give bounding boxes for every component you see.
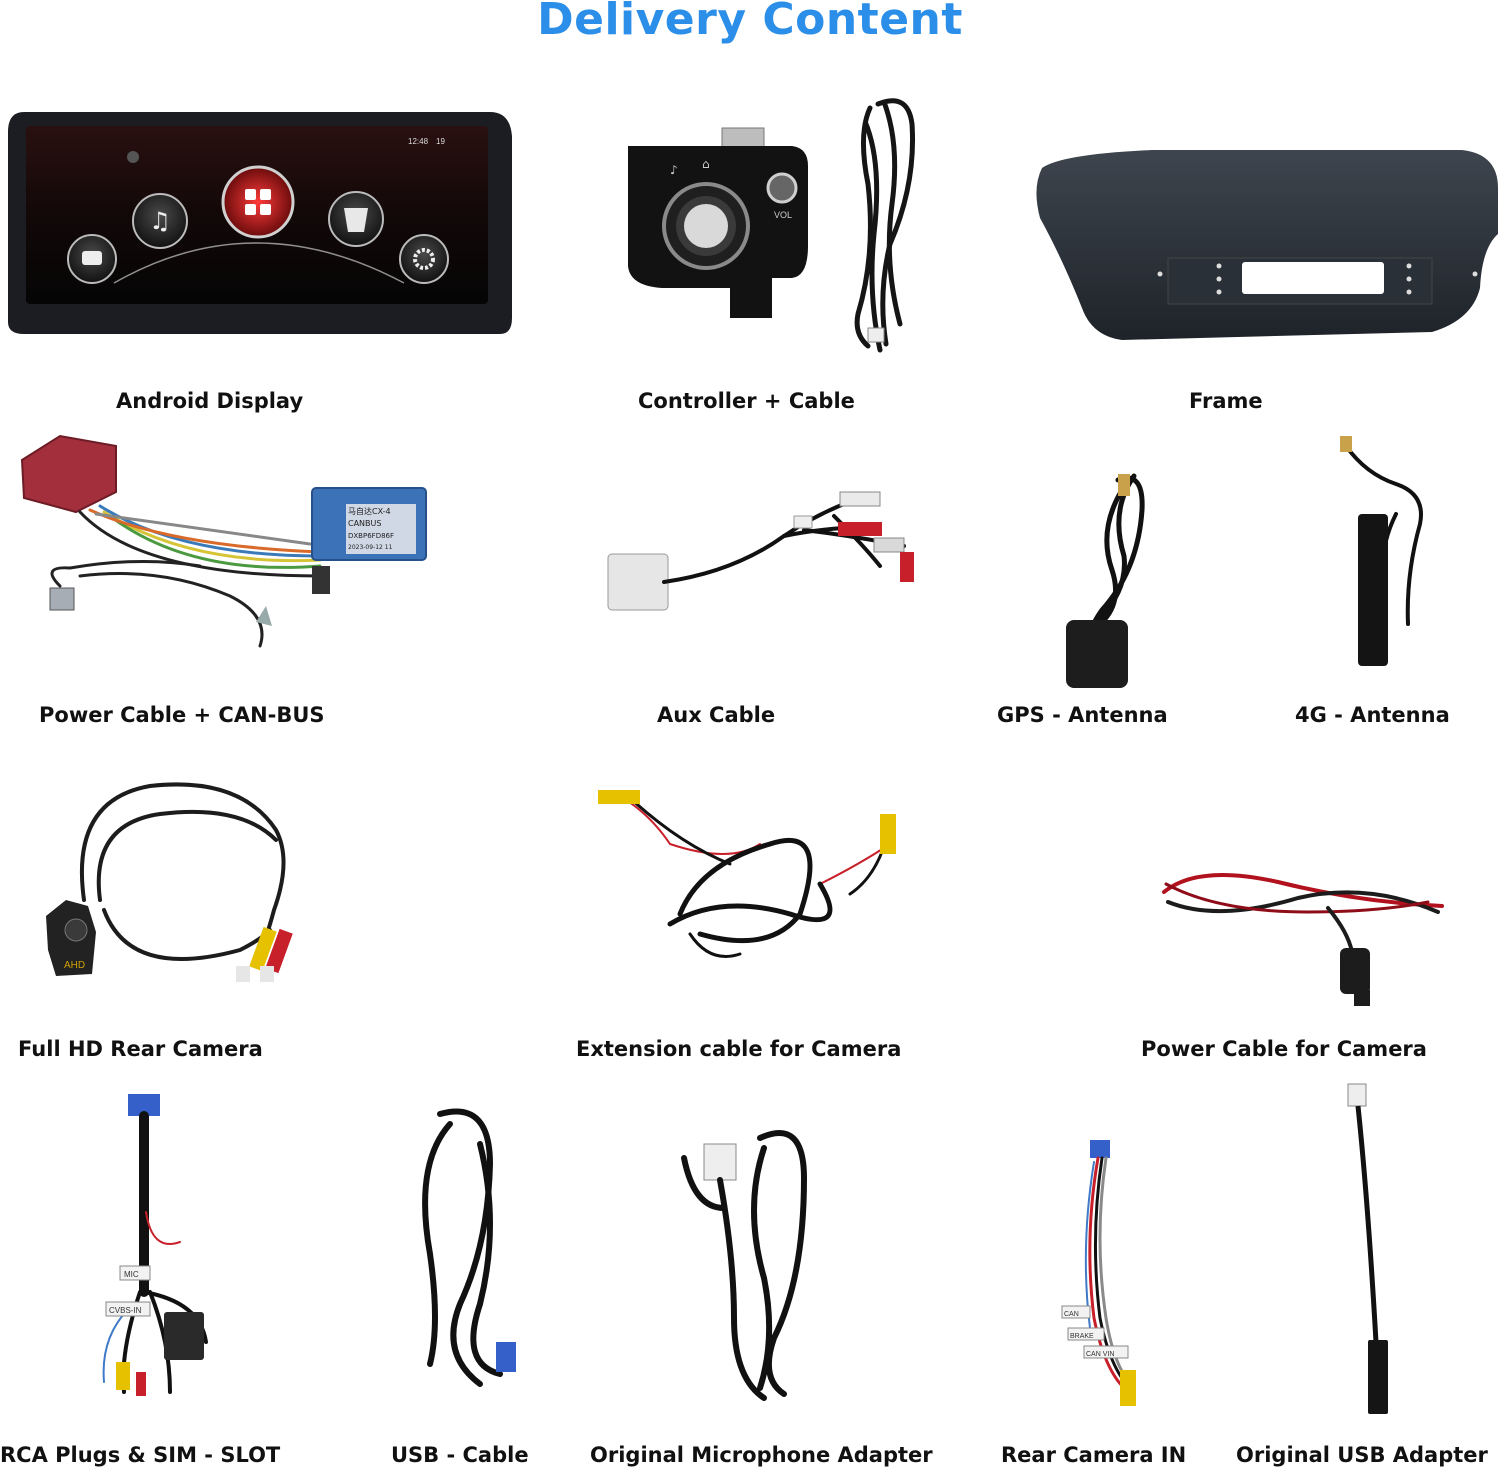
mic-adapter-image — [664, 1118, 814, 1408]
canbus-label-line4: 2023-09-12 11 — [348, 544, 393, 551]
svg-text:⌂: ⌂ — [702, 157, 710, 171]
controller-image: VOL ♪ ⌂ — [622, 126, 812, 326]
vol-label: VOL — [774, 210, 792, 220]
tag-canvin: CAN VIN — [1086, 1351, 1114, 1358]
label-rear-camera: Full HD Rear Camera — [18, 1037, 263, 1061]
extension-cable-image — [590, 784, 910, 976]
android-display-image: 12:48 19 ♫ — [4, 108, 516, 338]
rear-camera-image: AHD — [40, 780, 302, 988]
camera-ahd-badge: AHD — [64, 960, 85, 971]
label-lte-antenna: 4G - Antenna — [1295, 703, 1450, 727]
tag-cvbs: CVBS-IN — [109, 1306, 142, 1315]
page-title: Delivery Content — [537, 0, 963, 45]
label-controller-cable: Controller + Cable — [638, 389, 855, 413]
label-android-display: Android Display — [116, 389, 304, 413]
rear-camera-in-image: CAN BRAKE CAN VIN — [1054, 1138, 1154, 1418]
label-aux-cable: Aux Cable — [657, 703, 776, 727]
lte-antenna-image — [1336, 434, 1446, 674]
gps-antenna-image — [1058, 460, 1154, 692]
tag-brake: BRAKE — [1070, 1333, 1094, 1340]
label-power-canbus: Power Cable + CAN-BUS — [39, 703, 325, 727]
status-volume: 19 — [436, 137, 445, 146]
tag-can: CAN — [1064, 1311, 1079, 1318]
label-gps-antenna: GPS - Antenna — [997, 703, 1168, 727]
aux-cable-image — [604, 486, 930, 616]
label-frame: Frame — [1189, 389, 1263, 413]
usb-adapter-image — [1340, 1082, 1400, 1422]
label-rear-camera-in: Rear Camera IN — [1001, 1443, 1187, 1467]
status-time: 12:48 — [408, 137, 429, 146]
svg-text:♫: ♫ — [149, 207, 171, 235]
svg-text:♪: ♪ — [670, 163, 678, 177]
tag-mic: MIC — [124, 1270, 139, 1279]
frame-image — [1032, 148, 1500, 344]
controller-cable-image — [838, 94, 928, 358]
power-canbus-image: 马自达CX-4 CANBUS DXBP6FD86F 2023-09-12 11 — [20, 434, 432, 666]
camera-power-cable-image — [1158, 862, 1448, 1010]
canbus-label-line3: DXBP6FD86F — [348, 532, 394, 540]
label-usb-adapter: Original USB Adapter — [1236, 1443, 1488, 1467]
usb-cable-image — [400, 1104, 530, 1394]
label-camera-power-cable: Power Cable for Camera — [1141, 1037, 1427, 1061]
canbus-label-line2: CANBUS — [348, 519, 381, 528]
label-rca-sim: RCA Plugs & SIM - SLOT — [0, 1443, 281, 1467]
rca-sim-image: MIC CVBS-IN — [80, 1092, 220, 1412]
canbus-label-line1: 马自达CX-4 — [348, 506, 391, 516]
label-usb-cable: USB - Cable — [391, 1443, 529, 1467]
label-mic-adapter: Original Microphone Adapter — [590, 1443, 933, 1467]
label-extension-cable: Extension cable for Camera — [576, 1037, 902, 1061]
